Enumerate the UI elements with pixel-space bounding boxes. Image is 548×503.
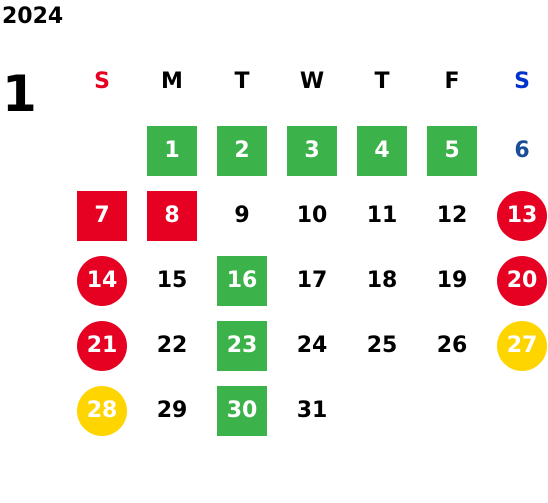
day-number: 5: [427, 125, 477, 176]
day-number: 19: [436, 268, 468, 293]
day-number: 30: [217, 385, 267, 436]
day-number: 13: [497, 190, 547, 241]
day-cell: 29: [137, 378, 207, 443]
day-cell: 10: [277, 183, 347, 248]
day-number: 12: [436, 203, 468, 228]
day-cell: 6: [487, 118, 548, 183]
day-number: 18: [366, 268, 398, 293]
day-cell: 14: [67, 248, 137, 313]
day-cell: 25: [347, 313, 417, 378]
weekday-label: M: [161, 69, 183, 94]
day-cell: 21: [67, 313, 137, 378]
weekday-label: W: [299, 69, 325, 94]
day-number: 3: [287, 125, 337, 176]
day-number: 1: [147, 125, 197, 176]
day-number: 31: [296, 398, 328, 423]
day-cell: 28: [67, 378, 137, 443]
day-cell: 20: [487, 248, 548, 313]
day-cell: 23: [207, 313, 277, 378]
day-number: 11: [366, 203, 398, 228]
day-cell: 16: [207, 248, 277, 313]
day-cell: 11: [347, 183, 417, 248]
day-cell: 4: [347, 118, 417, 183]
day-number: 10: [296, 203, 328, 228]
weekday-label: S: [514, 69, 530, 94]
day-number: 6: [514, 138, 530, 163]
day-number: 22: [156, 333, 188, 358]
day-cell: 19: [417, 248, 487, 313]
weekday-label: T: [374, 69, 390, 94]
day-cell: 31: [277, 378, 347, 443]
day-number: 29: [156, 398, 188, 423]
day-cell: 26: [417, 313, 487, 378]
day-number: 8: [147, 190, 197, 241]
day-cell: 7: [67, 183, 137, 248]
day-number: 28: [77, 385, 127, 436]
weekday-label: F: [444, 69, 460, 94]
day-cell: 3: [277, 118, 347, 183]
day-number: 4: [357, 125, 407, 176]
day-number: 17: [296, 268, 328, 293]
day-number: 23: [217, 320, 267, 371]
day-cell: 17: [277, 248, 347, 313]
weekday-label: S: [94, 69, 110, 94]
day-cell: 30: [207, 378, 277, 443]
day-number: 15: [156, 268, 188, 293]
year-label: 2024: [2, 4, 64, 29]
day-number: 21: [77, 320, 127, 371]
month-label: 1: [2, 65, 37, 123]
weekday-label: T: [234, 69, 250, 94]
day-cell: 8: [137, 183, 207, 248]
day-number: 7: [77, 190, 127, 241]
day-cell: 2: [207, 118, 277, 183]
day-cell: 24: [277, 313, 347, 378]
day-cell: 5: [417, 118, 487, 183]
day-cell: 12: [417, 183, 487, 248]
day-number: 9: [234, 203, 250, 228]
day-cell: 27: [487, 313, 548, 378]
day-number: 2: [217, 125, 267, 176]
day-number: 14: [77, 255, 127, 306]
day-number: 25: [366, 333, 398, 358]
day-number: 24: [296, 333, 328, 358]
day-number: 26: [436, 333, 468, 358]
day-number: 20: [497, 255, 547, 306]
day-cell: 15: [137, 248, 207, 313]
day-cell: 9: [207, 183, 277, 248]
day-cell: 13: [487, 183, 548, 248]
day-cell: 22: [137, 313, 207, 378]
day-cell: 1: [137, 118, 207, 183]
day-number: 27: [497, 320, 547, 371]
day-cell: 18: [347, 248, 417, 313]
day-number: 16: [217, 255, 267, 306]
